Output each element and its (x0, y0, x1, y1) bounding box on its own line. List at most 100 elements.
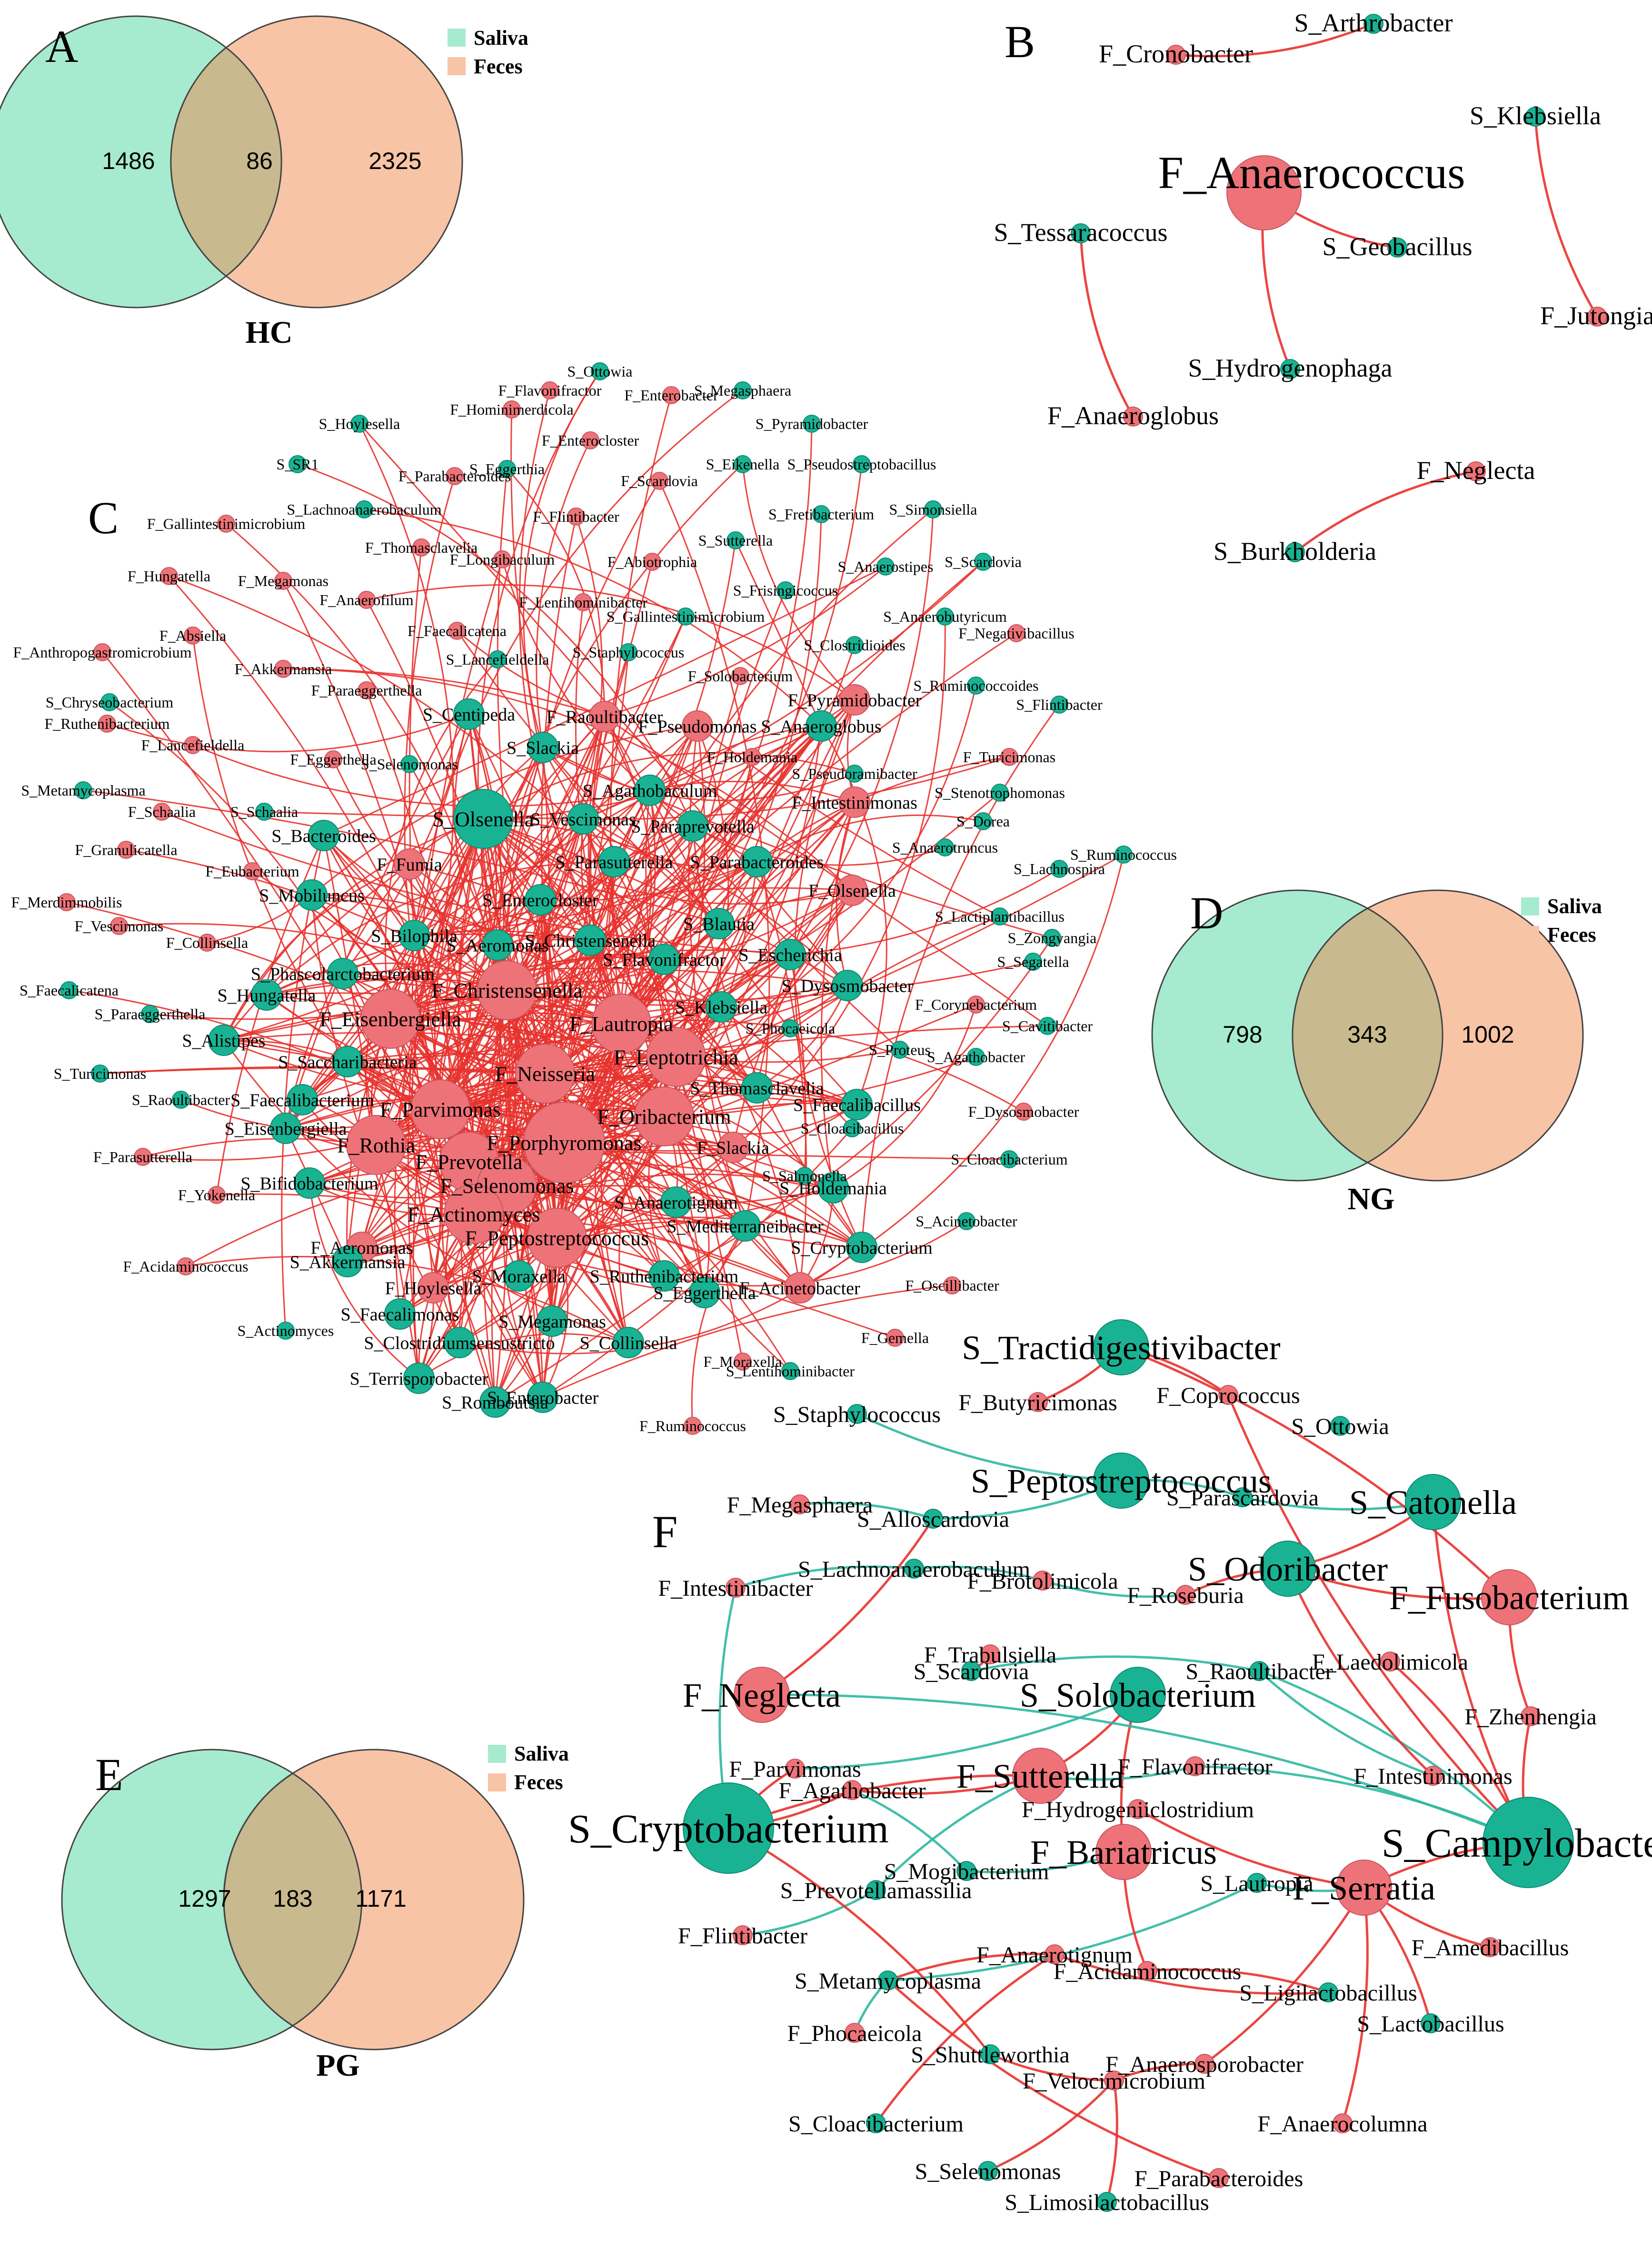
network-c-node-f-parasutterella (134, 1148, 152, 1166)
network-c-node-s-anaerobutyricum (936, 607, 954, 626)
network-c-node-s-saccharibacteria (332, 1046, 363, 1077)
network-c-edge (411, 818, 484, 1343)
network-c-label-s-sutterella: S_Sutterella (698, 532, 773, 549)
network-c-label-s-agathobacter: S_Agathobacter (927, 1048, 1025, 1065)
network-c-node-f-hoylesella (418, 1272, 449, 1304)
network-c-node-s-parasutterella (598, 846, 630, 877)
network-c-node-f-anthropogastromicrobium (93, 643, 111, 661)
network-c-node-s-flavonifractor (648, 944, 680, 975)
network-c-edge (507, 802, 856, 991)
network-c-label-s-saccharibacteria: S_Saccharibacteria (278, 1052, 417, 1072)
network-c-label-f-raoultibacter: F_Raoultibacter (547, 707, 663, 727)
network-c-label-s-enterobacter: S_Enterobacter (487, 1388, 599, 1408)
network-c-node-f-hominimerdicola (503, 400, 521, 418)
network-c-label-f-gallintestinimicrobium: F_Gallintestinimicrobium (147, 515, 306, 532)
network-c-label-f-intestinimonas: F_Intestinimonas (792, 793, 917, 813)
network-c-label-f-hominimerdicola: F_Hominimerdicola (450, 401, 574, 418)
network-f-label-s-lachnoanaerobaculum: S_Lachnoanaerobaculum (798, 1557, 1030, 1582)
network-c-edge (663, 1116, 801, 1289)
network-c-edge (389, 746, 543, 1019)
network-c-label-f-vescimonas: F_Vescimonas (75, 917, 164, 935)
network-b-node-s-tessaracoccus (1071, 223, 1091, 243)
network-b-edge (1534, 116, 1599, 318)
network-c-node-s-blautia (703, 908, 735, 939)
network-c-edge (390, 1018, 791, 1372)
network-c-label-f-yokenella: F_Yokenella (178, 1186, 255, 1204)
network-c-node-s-thomasclavelia (741, 1072, 773, 1104)
network-c-node-f-eggerthella (324, 750, 342, 768)
network-c-node-s-sutterella (726, 531, 745, 549)
network-f-label-s-campylobacter: S_Campylobacter (1382, 1820, 1652, 1866)
network-f-node-s-cryptobacterium (683, 1782, 774, 1874)
network-c-node-f-thomasclavelia (412, 538, 430, 557)
network-c-label-s-metamycoplasma: S_Metamycoplasma (21, 782, 145, 799)
network-c-node-f-neisseria (515, 1044, 575, 1104)
network-c-edge (620, 726, 698, 1024)
network-c-label-s-clostridioides: S_Clostridioides (804, 637, 905, 654)
network-f-label-f-anaerosporobacter: F_Anaerosporobacter (1105, 2052, 1304, 2077)
network-c-edge (408, 547, 422, 936)
network-c-edge (483, 818, 848, 986)
network-c-label-f-thomasclavelia: F_Thomasclavelia (365, 539, 478, 556)
network-c-label-s-lancefieldella: S_Lancefieldella (446, 651, 549, 668)
network-c-label-s-anaerostipes: S_Anaerostipes (838, 558, 934, 575)
network-c-edge (376, 792, 1000, 1146)
network-f-node-s-prevotellamassilia (866, 1880, 886, 1900)
network-c-label-s-centipeda: S_Centipeda (423, 705, 515, 725)
network-c-node-s-actinomyces (277, 1322, 295, 1340)
network-c-label-s-ruminococcoides: S_Ruminococcoides (913, 677, 1038, 694)
network-c-edge (149, 989, 508, 1020)
network-c-edge (676, 1049, 900, 1063)
network-f-edge (1286, 1568, 1434, 1777)
network-c-node-f-corynebacterium (967, 995, 985, 1014)
network-c-edge (66, 901, 746, 1227)
network-c-label-f-scardovia: F_Scardovia (621, 472, 698, 489)
network-c-node-f-turicimonas (1000, 748, 1018, 766)
network-f-node-s-tractidigestivibacter (1093, 1319, 1149, 1375)
network-c-edge (389, 818, 484, 1019)
network-c-label-s-salmonella: S_Salmonella (762, 1167, 847, 1184)
network-f-label-f-neglecta: F_Neglecta (683, 1676, 841, 1714)
network-c-label-s-chryseobacterium: S_Chryseobacterium (46, 694, 174, 711)
network-c-label-f-parvimonas: F_Parvimonas (380, 1098, 501, 1121)
legend-d-feces-label: Feces (1547, 923, 1596, 946)
network-f-edge (875, 1953, 1055, 2124)
network-c-node-s-proteus (891, 1041, 909, 1059)
network-c-edge (789, 954, 807, 1176)
network-c-label-s-anaerotignum: S_Anaerotignum (614, 1193, 738, 1213)
network-c-label-s-pyramidobacter: S_Pyramidobacter (756, 415, 868, 432)
network-f-edge (761, 1693, 1529, 1844)
network-f-label-f-laedolimicola: F_Laedolimicola (1312, 1650, 1468, 1675)
network-c-node-f-olsenella (836, 875, 868, 906)
network-c-label-s-christensenella: S_Christensenella (525, 931, 656, 951)
network-c-node-f-lautropia (591, 994, 651, 1054)
network-c-node-f-rothia (346, 1115, 406, 1175)
network-c-node-s-hungatella (251, 979, 282, 1011)
network-c-label-f-oribacterium: F_Oribacterium (597, 1105, 731, 1128)
network-c-label-s-sr1: S_SR1 (277, 456, 319, 473)
network-c-label-s-klebsiella: S_Klebsiella (675, 997, 767, 1017)
network-c-label-s-bilophila: S_Bilophila (371, 926, 458, 946)
network-c-label-f-paraeggerthella: F_Paraeggerthella (311, 682, 422, 699)
network-b-edge (1294, 470, 1476, 553)
network-c-node-f-anaerofilum (358, 591, 376, 609)
network-f-node-s-lactobacillus (1421, 2013, 1441, 2033)
network-c-edge (483, 752, 855, 820)
network-c-edge (756, 814, 984, 863)
network-c-edge (366, 690, 508, 1186)
network-c-edge (347, 1056, 677, 1096)
network-f-node-s-lautropia (1247, 1873, 1267, 1893)
network-c-node-f-paraeggerthella (358, 681, 376, 699)
network-c-node-s-anaerotignum (660, 1186, 692, 1218)
network-c-node-s-paraprevotella (677, 810, 708, 842)
network-c-label-f-parabacteroides: F_Parabacteroides (398, 468, 511, 485)
network-f-node-s-campylobacter (1483, 1797, 1574, 1888)
network-c-node-f-negativibacillus (1007, 624, 1025, 642)
network-c-label-s-paraprevotella: S_Paraprevotella (631, 816, 755, 836)
network-b-node-f-anaerococcus (1226, 155, 1302, 230)
network-c-label-f-neisseria: F_Neisseria (495, 1062, 595, 1085)
network-c-edge (83, 789, 719, 925)
network-f-node-s-catonella (1405, 1474, 1461, 1530)
network-c-node-s-gallintestinimicrobium (677, 607, 695, 626)
network-c-edge (658, 480, 770, 1226)
